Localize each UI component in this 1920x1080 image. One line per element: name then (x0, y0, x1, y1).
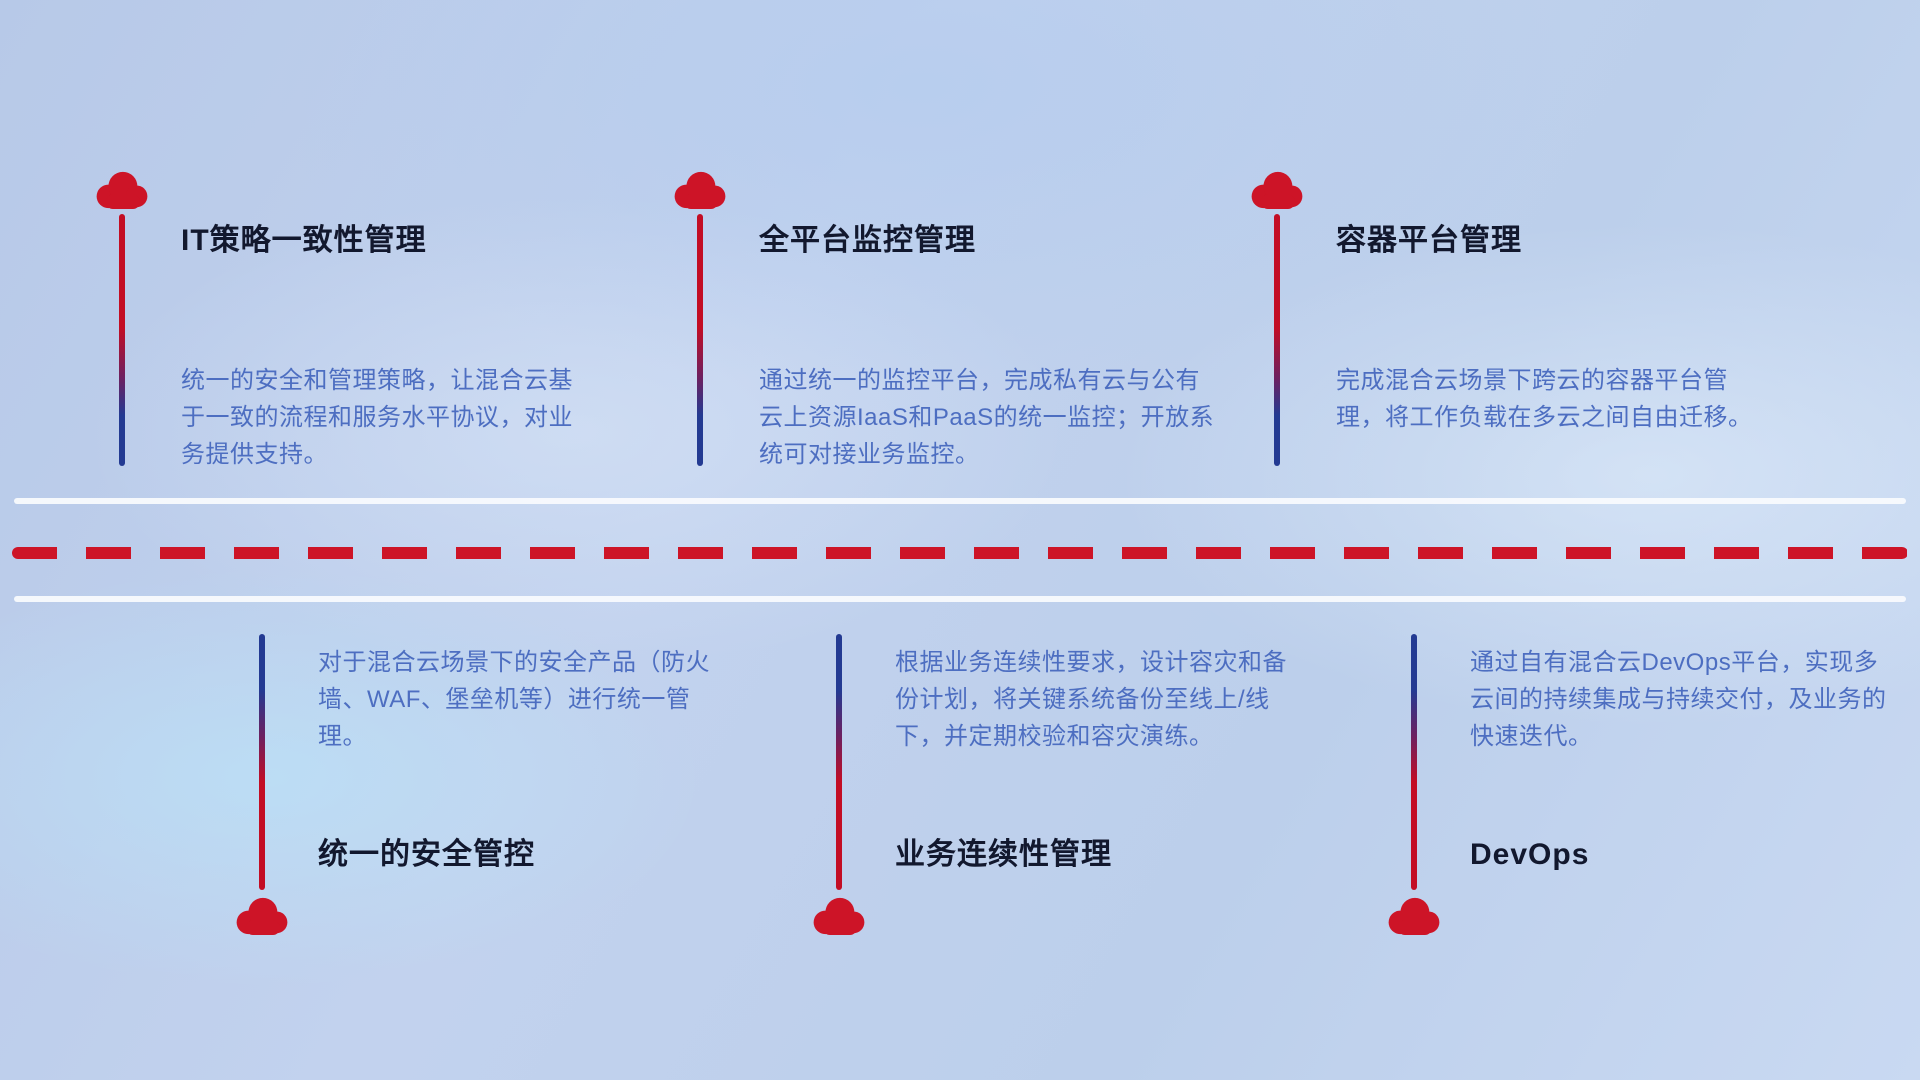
timeline-stem (119, 214, 125, 466)
cloud-icon (671, 168, 729, 212)
feature-title: 统一的安全管控 (318, 838, 535, 871)
cloud-icon (93, 168, 151, 212)
timeline-solid-line-bottom (14, 596, 1906, 602)
cloud-icon (1385, 894, 1443, 938)
timeline-dashed-line (12, 547, 1908, 559)
cloud-icon (233, 894, 291, 938)
feature-description: 统一的安全和管理策略，让混合云基于一致的流程和服务水平协议，对业务提供支持。 (181, 367, 573, 468)
feature-title: IT策略一致性管理 (181, 224, 427, 257)
feature-title: DevOps (1470, 838, 1590, 871)
feature-description: 完成混合云场景下跨云的容器平台管理，将工作负载在多云之间自由迁移。 (1336, 367, 1753, 431)
feature-description: 通过统一的监控平台，完成私有云与公有云上资源IaaS和PaaS的统一监控；开放系… (759, 367, 1215, 468)
timeline-stem (697, 214, 703, 466)
cloud-icon (1248, 168, 1306, 212)
feature-description: 通过自有混合云DevOps平台，实现多云间的持续集成与持续交付，及业务的快速迭代… (1470, 649, 1887, 750)
feature-title: 容器平台管理 (1336, 224, 1522, 257)
feature-title: 业务连续性管理 (895, 838, 1112, 871)
timeline-stem (836, 634, 842, 890)
timeline-stem (1411, 634, 1417, 890)
feature-description: 根据业务连续性要求，设计容灾和备份计划，将关键系统备份至线上/线下，并定期校验和… (895, 649, 1287, 750)
feature-description: 对于混合云场景下的安全产品（防火墙、WAF、堡垒机等）进行统一管理。 (318, 649, 710, 750)
feature-title: 全平台监控管理 (759, 224, 976, 257)
timeline-stem (1274, 214, 1280, 466)
timeline-solid-line-top (14, 498, 1906, 504)
timeline-stem (259, 634, 265, 890)
cloud-icon (810, 894, 868, 938)
